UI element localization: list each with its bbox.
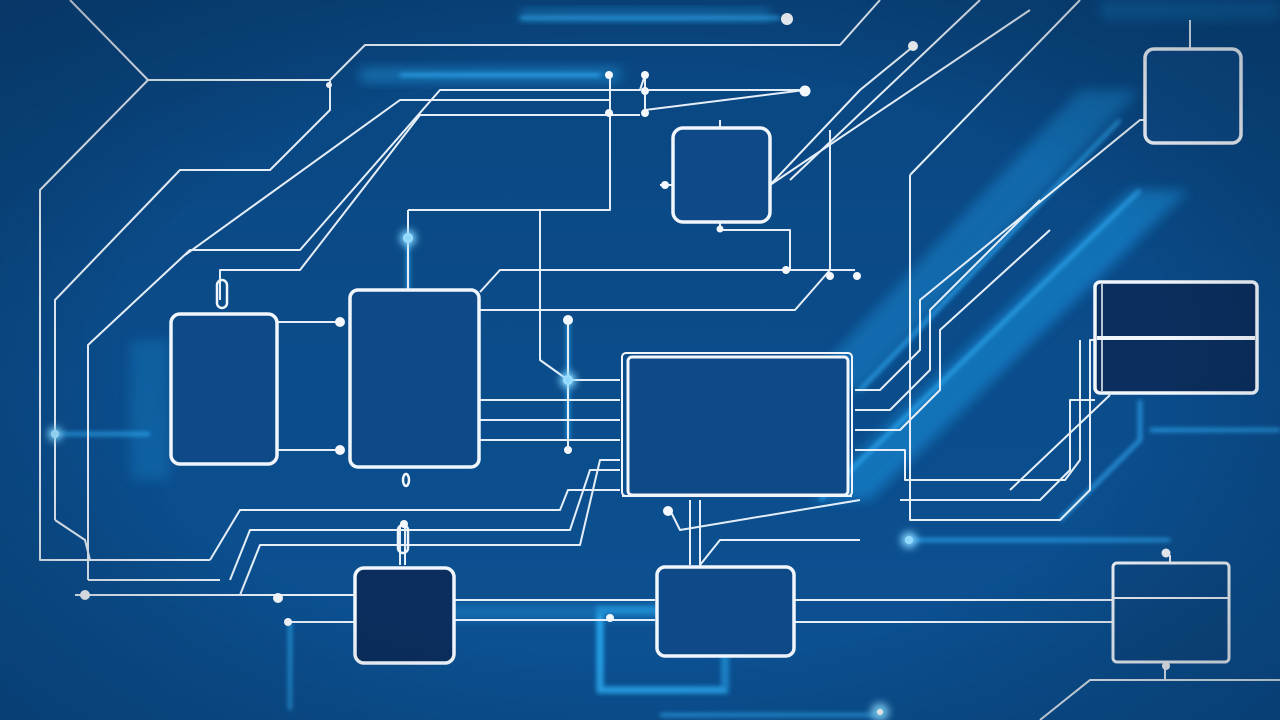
circuit-board-svg: [0, 0, 1280, 720]
vignette-overlay: [0, 0, 1280, 720]
circuit-illustration: [0, 0, 1280, 720]
